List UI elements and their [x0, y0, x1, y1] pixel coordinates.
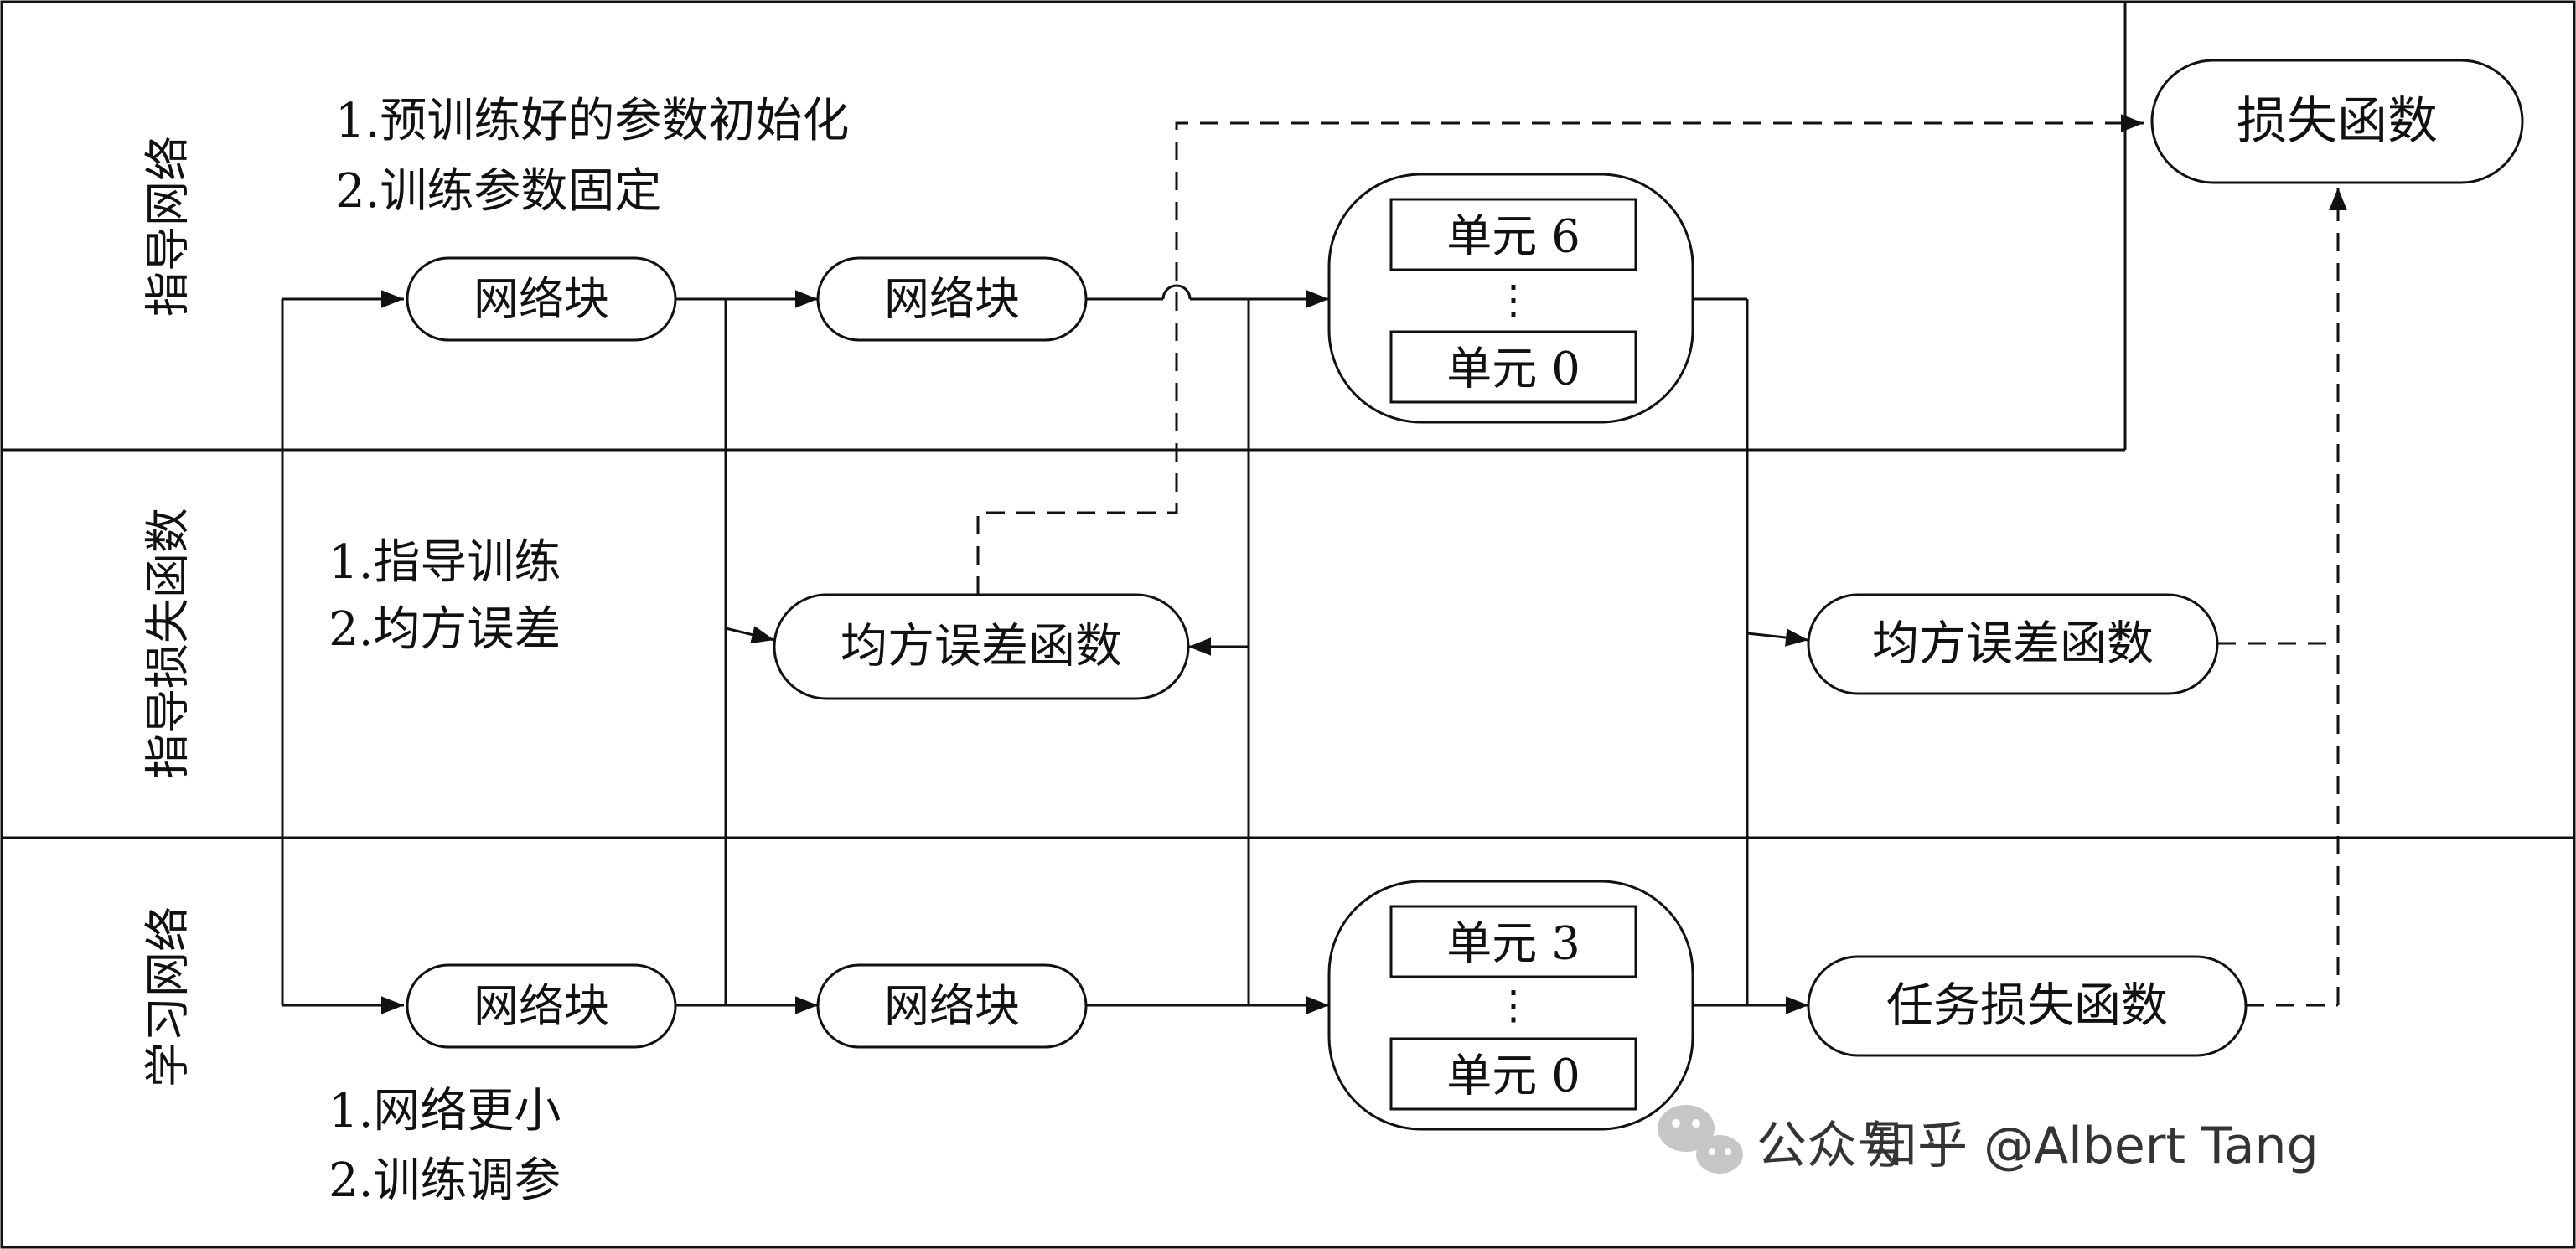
- svg-text:网络块: 网络块: [473, 980, 609, 1033]
- note-learn-1: 1.网络更小: [328, 1084, 561, 1138]
- svg-text:单元 3: 单元 3: [1446, 917, 1580, 970]
- note-loss-1: 1.指导训练: [328, 535, 561, 590]
- lane-learn-network: 学习网络: [142, 906, 194, 1087]
- ellipsis: ⋮: [1493, 276, 1534, 323]
- watermark-text: 知乎 @Albert Tang: [1867, 1117, 2319, 1175]
- dashed-connections: [976, 114, 2347, 1007]
- note-learn-2: 2.训练调参: [328, 1154, 561, 1208]
- note-guide-1: 1.预训练好的参数初始化: [335, 94, 849, 148]
- svg-text:网络块: 网络块: [884, 980, 1020, 1033]
- notes: 1.预训练好的参数初始化 2.训练参数固定 1.指导训练 2.均方误差 1.网络…: [328, 94, 849, 1208]
- guide-block-2: 网络块: [816, 256, 1088, 342]
- wechat-icon: [1658, 1105, 1743, 1174]
- learn-block-2: 网络块: [816, 963, 1088, 1049]
- learn-block-1: 网络块: [406, 963, 677, 1049]
- guide-block-1: 网络块: [406, 256, 677, 342]
- svg-text:单元 0: 单元 0: [1446, 343, 1580, 395]
- unit-6: [1389, 198, 1637, 271]
- svg-text:网络块: 网络块: [473, 273, 609, 326]
- unit-0: [1389, 330, 1637, 404]
- mse-node-left: 均方误差函数: [773, 593, 1190, 700]
- svg-text:单元 0: 单元 0: [1446, 1050, 1580, 1102]
- unit-0: [1389, 1037, 1637, 1111]
- svg-text:网络块: 网络块: [884, 273, 1020, 326]
- svg-text:均方误差函数: 均方误差函数: [1872, 617, 2154, 672]
- learn-unit-group: 单元 3 ⋮ 单元 0: [1327, 880, 1694, 1131]
- lane-guide-network: 指导网络: [142, 136, 194, 317]
- svg-text:单元 6: 单元 6: [1446, 210, 1580, 263]
- ellipsis: ⋮: [1493, 982, 1534, 1029]
- watermark-prefix: 公众号 ·: [1756, 1117, 1939, 1175]
- svg-text:任务损失函数: 任务损失函数: [1886, 979, 2168, 1034]
- guide-unit-group: 单元 6 ⋮ 单元 0: [1327, 173, 1694, 424]
- unit-3: [1389, 905, 1637, 978]
- note-loss-2: 2.均方误差: [328, 602, 561, 657]
- loss-node: 损失函数: [2150, 59, 2524, 184]
- solid-connections: [281, 284, 1809, 1014]
- note-guide-2: 2.训练参数固定: [335, 164, 661, 219]
- mse-node-right: 均方误差函数: [1807, 593, 2219, 695]
- watermark: 公众号 · 知乎 @Albert Tang: [1658, 1105, 2319, 1175]
- svg-text:均方误差函数: 均方误差函数: [841, 620, 1122, 674]
- task-loss-node: 任务损失函数: [1807, 955, 2248, 1057]
- lane-guide-loss: 指导损失函数: [142, 508, 194, 779]
- svg-text:损失函数: 损失函数: [2237, 92, 2438, 151]
